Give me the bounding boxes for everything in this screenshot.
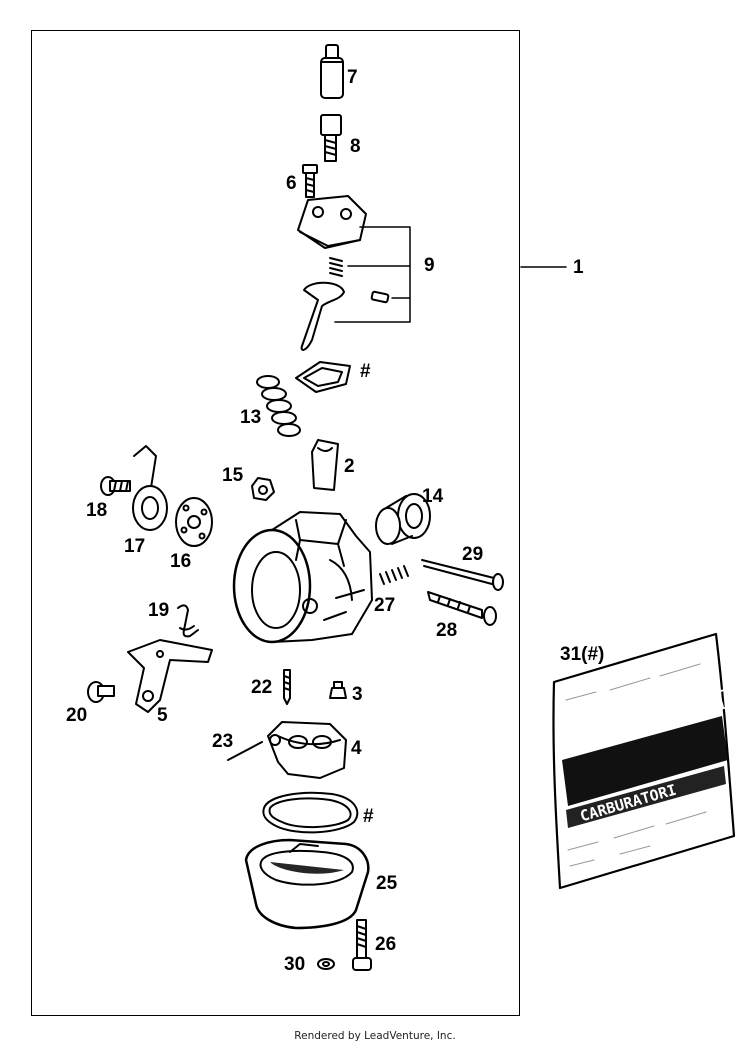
carburetor-body-icon <box>232 511 373 644</box>
callout-gasket-bottom: # <box>363 806 374 827</box>
callout-4: 4 <box>351 738 362 759</box>
callout-30: 30 <box>284 954 306 975</box>
pin-icon <box>227 741 263 761</box>
callout-5: 5 <box>157 705 168 726</box>
callout-6: 6 <box>286 173 297 194</box>
float-icon <box>267 721 347 779</box>
needle-icon <box>283 669 291 705</box>
callout-3: 3 <box>352 684 363 705</box>
float-bowl-icon <box>244 838 370 930</box>
gasket-icon <box>295 361 351 393</box>
adjust-screw-icon <box>427 591 497 626</box>
screw-icon <box>87 681 115 703</box>
slide-icon <box>311 439 339 491</box>
callout-18: 18 <box>86 500 108 521</box>
callout-17: 17 <box>124 536 146 557</box>
washer-icon <box>317 958 335 970</box>
nut-icon <box>251 477 275 501</box>
callout-7: 7 <box>347 67 358 88</box>
bolt-icon <box>320 114 342 162</box>
callout-1: 1 <box>573 257 584 278</box>
callout-2: 2 <box>344 456 355 477</box>
callout-29: 29 <box>462 544 484 565</box>
float-valve-cap-icon <box>320 44 344 99</box>
callout-25: 25 <box>376 873 398 894</box>
callout-16: 16 <box>170 551 192 572</box>
gasket-icon <box>262 791 359 834</box>
callout-20: 20 <box>66 705 88 726</box>
choke-lever-icon <box>132 445 168 531</box>
bracket-icon <box>127 639 213 713</box>
callout-13: 13 <box>240 407 262 428</box>
jet-icon <box>329 681 347 699</box>
sleeve-icon <box>375 493 431 545</box>
chamber-cover-icon <box>297 195 367 249</box>
callout-23: 23 <box>212 731 234 752</box>
callout-27: 27 <box>374 595 396 616</box>
callout-31-kit: 31(#) <box>560 644 605 665</box>
callout-14: 14 <box>422 486 444 507</box>
screw-icon <box>302 164 318 198</box>
lever-bracket-icon <box>300 226 411 351</box>
bolt-icon <box>352 919 372 971</box>
callout-19: 19 <box>148 600 170 621</box>
screw-icon <box>100 476 131 496</box>
spring-icon <box>379 565 409 585</box>
callout-gasket-top: # <box>360 361 371 382</box>
callout-9: 9 <box>424 255 435 276</box>
callout-8: 8 <box>350 136 361 157</box>
parts-kit-bag-icon <box>552 632 736 890</box>
spring-icon <box>256 375 301 437</box>
long-screw-icon <box>421 559 504 591</box>
callout-15: 15 <box>222 465 244 486</box>
callout-28: 28 <box>436 620 458 641</box>
footer-credit: Rendered by LeadVenture, Inc. <box>294 1030 456 1042</box>
clip-spring-icon <box>177 604 199 638</box>
plate-icon <box>175 497 213 547</box>
callout-22: 22 <box>251 677 273 698</box>
diagram-frame <box>31 30 520 1016</box>
callout-26: 26 <box>375 934 397 955</box>
